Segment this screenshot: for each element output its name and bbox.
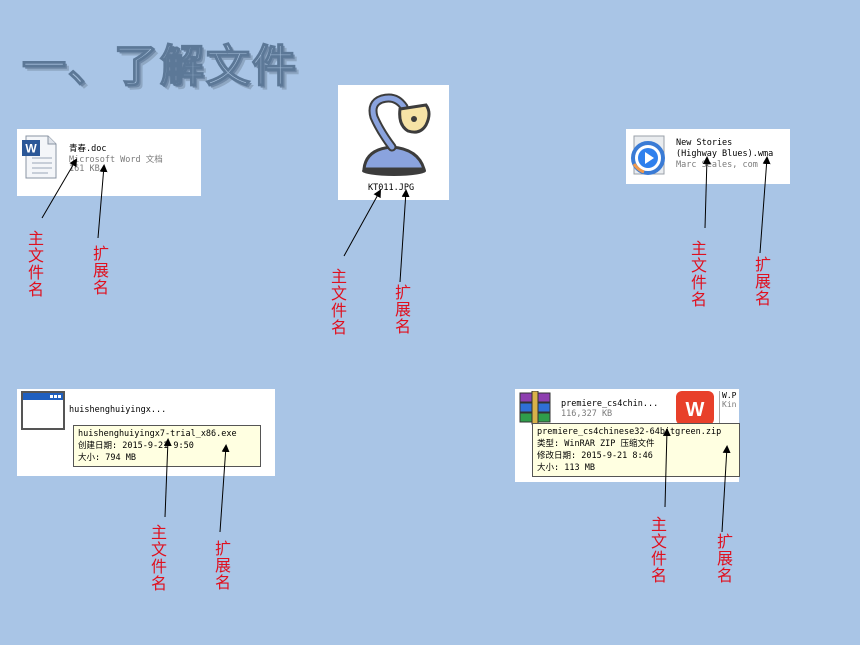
zip-side-panel: W.P Kin <box>719 391 740 425</box>
label-main-zip: 主文件名 <box>648 516 667 584</box>
arrow-zip-ext <box>721 445 731 533</box>
label-main-wma: 主文件名 <box>688 240 707 308</box>
doc-file-type: Microsoft Word 文档 <box>69 155 163 165</box>
arrow-exe-main <box>163 438 172 518</box>
winrar-archive-icon <box>519 391 551 425</box>
doc-file-size: 161 KB <box>69 164 100 174</box>
label-main-exe: 主文件名 <box>148 524 167 592</box>
zip-side-text-2: Kin <box>722 400 737 409</box>
arrow-zip-main <box>662 428 671 508</box>
zip-tooltip-name: premiere_cs4chinese32-64bitgreen.zip <box>537 427 722 437</box>
label-ext-wma: 扩展名 <box>752 256 771 307</box>
label-ext-doc: 扩展名 <box>90 245 109 296</box>
file-card-doc[interactable]: W 青春.doc Microsoft Word 文档 161 KB <box>17 129 201 196</box>
wps-logo-icon: W <box>676 391 714 425</box>
wma-artist: Marc Seales, com <box>676 160 758 170</box>
wma-file-name-line1: New Stories <box>676 138 733 148</box>
slide-title: 一、了解文件 <box>21 40 298 92</box>
arrow-jpg-main <box>343 189 381 257</box>
exe-short-name: huishenghuiyingx... <box>69 405 167 415</box>
zip-tooltip-size: 大小: 113 MB <box>537 463 595 473</box>
label-main-jpg: 主文件名 <box>328 268 347 336</box>
jpg-file-name: KT011.JPG <box>368 183 415 193</box>
word-document-icon: W <box>22 135 57 179</box>
doc-file-name: 青春.doc <box>69 144 107 154</box>
wma-file-name-line2: (Highway Blues).wma <box>676 149 774 159</box>
svg-text:W: W <box>25 142 37 156</box>
exe-tooltip-created: 创建日期: 2015-9-21 9:50 <box>78 441 194 451</box>
application-window-icon <box>21 391 65 430</box>
exe-tooltip-size: 大小: 794 MB <box>78 453 136 463</box>
arrow-doc-ext <box>97 164 108 239</box>
zip-tooltip-type: 类型: WinRAR ZIP 压缩文件 <box>537 439 655 449</box>
arrow-wma-ext <box>759 156 771 254</box>
zip-short-name: premiere_cs4chin... <box>561 399 659 409</box>
zip-tooltip: premiere_cs4chinese32-64bitgreen.zip 类型:… <box>532 423 740 477</box>
file-card-zip[interactable]: premiere_cs4chin... 116,327 KB W W.P Kin… <box>515 389 740 482</box>
zip-file-size: 116,327 KB <box>561 409 613 419</box>
label-ext-jpg: 扩展名 <box>392 284 411 335</box>
label-main-doc: 主文件名 <box>25 230 44 298</box>
arrow-wma-main <box>702 156 711 229</box>
lamp-image-icon <box>362 93 431 176</box>
arrow-exe-ext <box>219 444 230 533</box>
file-card-exe[interactable]: huishenghuiyingx... huishenghuiyingx7-tr… <box>17 389 275 476</box>
zip-side-text-1: W.P <box>722 391 737 400</box>
media-player-icon <box>631 135 665 175</box>
label-ext-exe: 扩展名 <box>212 540 231 591</box>
arrow-jpg-ext <box>399 189 410 283</box>
label-ext-zip: 扩展名 <box>714 533 733 584</box>
exe-tooltip-name: huishenghuiyingx7-trial_x86.exe <box>78 429 237 439</box>
svg-text:W: W <box>686 399 705 421</box>
zip-tooltip-modified: 修改日期: 2015-9-21 8:46 <box>537 451 653 461</box>
file-card-jpg[interactable]: KT011.JPG <box>338 85 449 200</box>
arrow-doc-main <box>41 158 78 219</box>
